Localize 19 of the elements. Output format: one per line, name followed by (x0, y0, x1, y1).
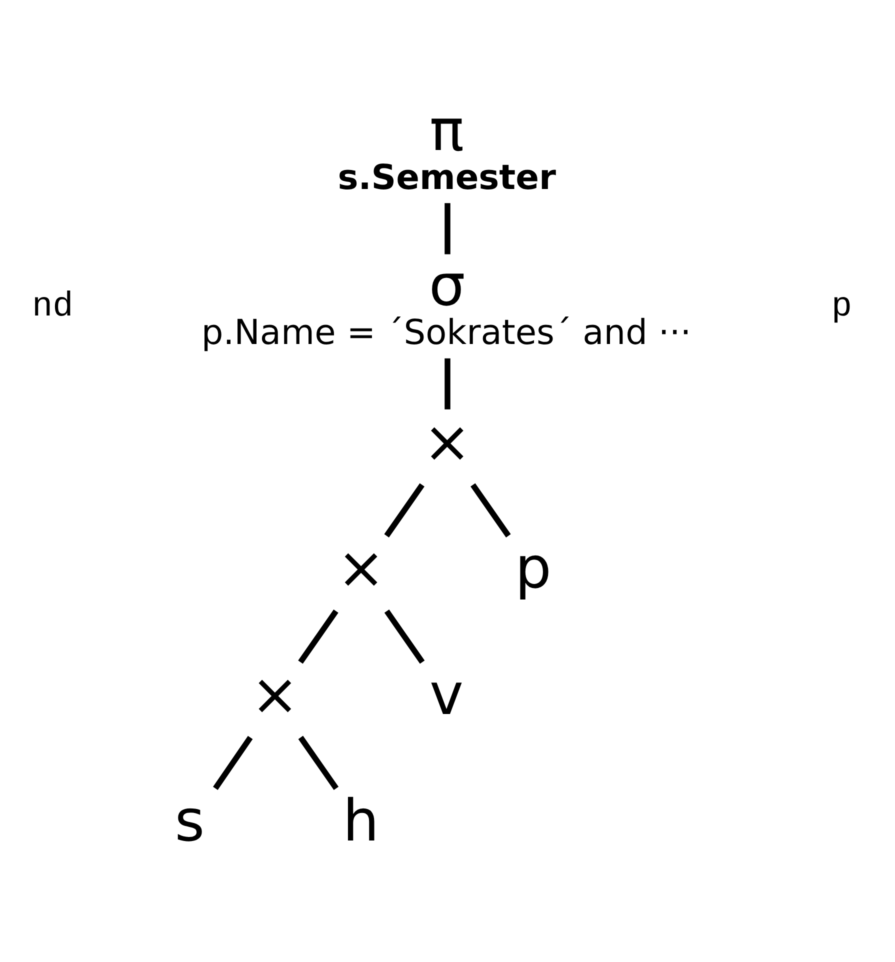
connector (384, 482, 424, 537)
label: nd (32, 286, 74, 326)
connector (298, 735, 339, 790)
connector (444, 358, 450, 409)
node-text: p (514, 534, 552, 602)
node-text: σ p.Name = ´Sokrates´ and ··· (201, 251, 692, 353)
connector (444, 202, 450, 254)
node-text: × (423, 408, 472, 475)
connector (213, 735, 253, 790)
node-text: h (342, 786, 380, 854)
node-text: π s.Semester (338, 96, 556, 198)
node-text: v (430, 660, 464, 728)
node-text: s (174, 786, 205, 854)
connector (384, 609, 425, 664)
label: p (831, 286, 852, 326)
node-text: × (336, 534, 386, 602)
connector (470, 482, 511, 537)
node-text: × (250, 660, 299, 728)
connector (298, 609, 338, 664)
